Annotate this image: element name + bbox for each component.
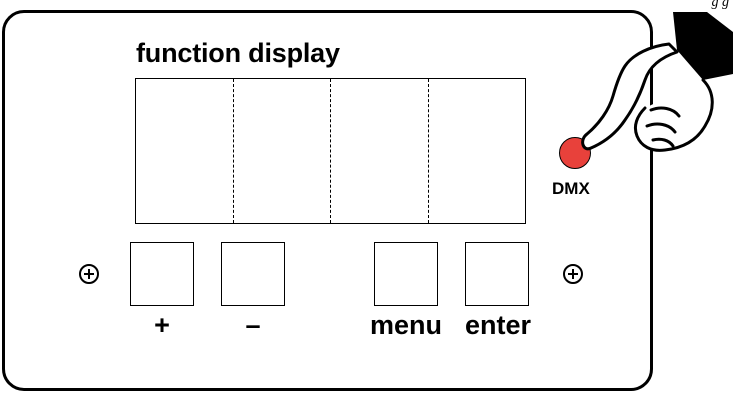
display-digit-2: [232, 79, 331, 223]
enter-button[interactable]: [465, 242, 529, 306]
pointing-hand-icon: [581, 12, 733, 152]
display-digit-3: [330, 79, 428, 223]
enter-button-label: enter: [464, 310, 532, 340]
screw-left-icon: [79, 264, 99, 284]
menu-button[interactable]: [374, 242, 438, 306]
plus-button-label: +: [154, 310, 170, 340]
function-display: [135, 78, 526, 224]
minus-button-label: –: [245, 310, 261, 340]
plus-button[interactable]: [130, 242, 194, 306]
dmx-label: DMX: [552, 179, 590, 198]
display-digit-1: [136, 79, 233, 223]
menu-button-label: menu: [369, 310, 442, 340]
display-digit-4: [427, 79, 526, 223]
control-panel: [2, 10, 653, 391]
function-display-title: function display: [136, 38, 340, 68]
minus-button[interactable]: [221, 242, 285, 306]
cropped-header-text: g g: [711, 0, 730, 10]
screw-right-icon: [563, 264, 583, 284]
